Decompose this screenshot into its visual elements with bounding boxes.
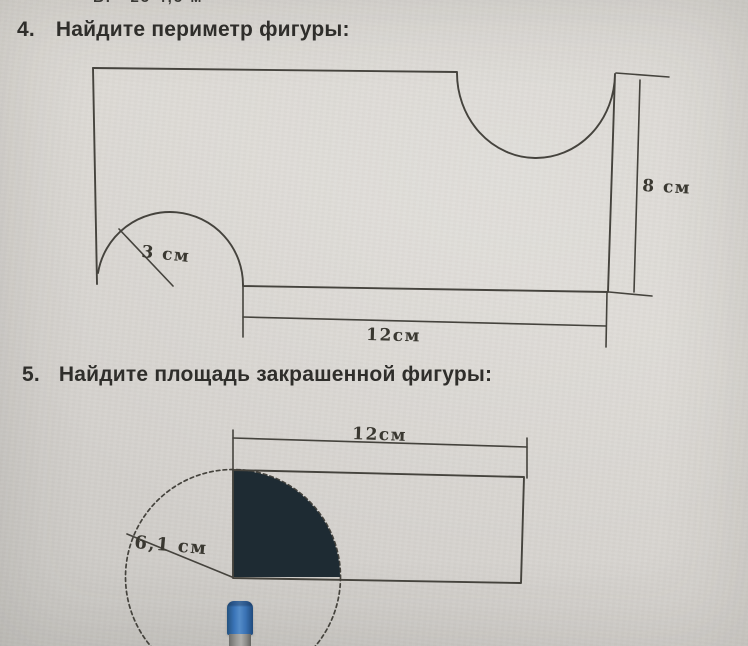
pen-body [229, 634, 251, 646]
figure5-shaded-quarter [233, 470, 340, 577]
figure5-dim12-line [232, 437, 528, 448]
figure4-dim8-ext-bottom [608, 291, 653, 297]
figure4-dim12-line [242, 316, 607, 327]
problem4-heading: 4. Найдите периметр фигуры: [17, 18, 350, 42]
figure4-width-label: 12см [366, 325, 421, 346]
figure4-outline [92, 67, 616, 293]
figure4-dim8-line [633, 79, 641, 293]
figure5-width-label: 12см [352, 424, 407, 446]
figure4-left-edge [92, 67, 98, 285]
figure4-radius-label: 3 см [140, 242, 191, 267]
problem5-heading: 5. Найдите площадь закрашенной фигуры: [22, 363, 492, 387]
pen-cap [227, 601, 253, 635]
cropped-previous-line: Б. 25 4,5 м [93, 0, 203, 6]
figure4-radius-line [118, 228, 174, 287]
figure4-dim12-ext-right [605, 291, 608, 348]
figure4-height-label: 8 см [642, 176, 692, 199]
figure5-radius-line [126, 533, 233, 578]
figure4: 3 см 8 см 12см [92, 67, 692, 348]
problem5-number: 5. [22, 363, 40, 386]
problem4-number: 4. [17, 18, 35, 41]
figure5-radius-label: 6,1 см [134, 532, 209, 559]
figure4-dim8-ext-top [615, 72, 670, 78]
problem4-title: Найдите периметр фигуры: [55, 18, 350, 41]
figure5-rectangle [232, 469, 525, 584]
figure5: 6,1 см 12см [124, 424, 528, 646]
problem5-title: Найдите площадь закрашенной фигуры: [58, 363, 493, 386]
